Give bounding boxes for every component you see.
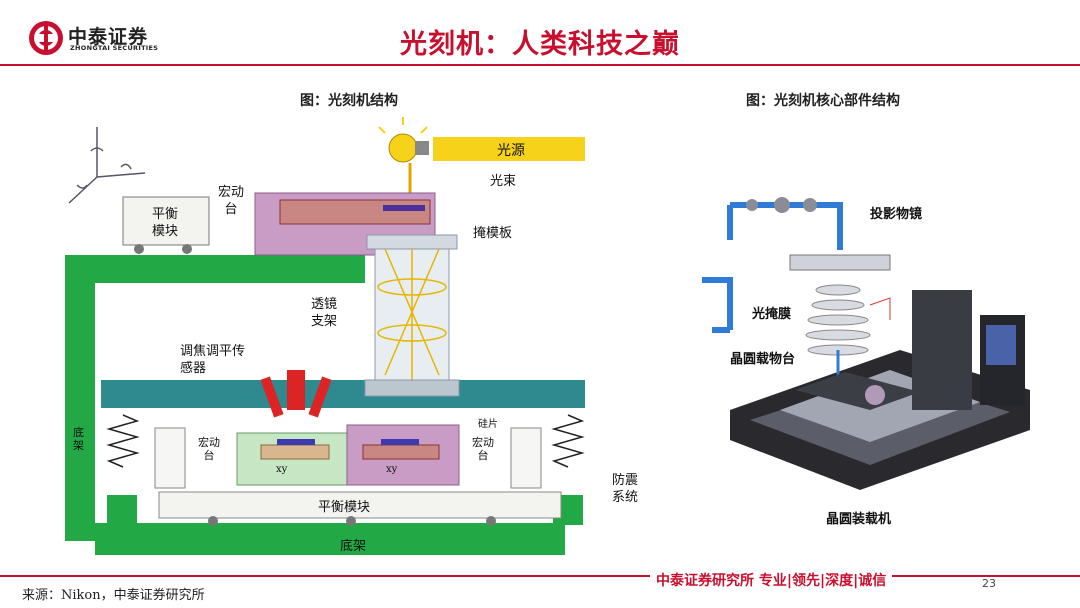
optical-path: [702, 202, 843, 333]
focus-sensor: [287, 370, 305, 410]
label-anti-vibration: 防震系统: [612, 473, 639, 505]
footer-divider: [0, 575, 1080, 577]
label-wafer-loader: 晶圆装载机: [826, 512, 892, 527]
wafer-stage: [795, 372, 920, 410]
mask-stage: [789, 254, 891, 271]
spring-left: [106, 414, 140, 468]
logo-english: ZHONGTAI SECURITIES: [70, 44, 159, 52]
label-xy-left: xy: [276, 464, 288, 475]
label-light-source: 光源: [497, 143, 525, 159]
balance-module-top: [122, 196, 210, 246]
label-balance-module-bottom: 平衡模块: [318, 500, 371, 515]
light-source-box: [433, 137, 585, 161]
label-base-bottom: 底架: [340, 539, 367, 554]
spring-right: [551, 414, 585, 468]
core-components-diagram: [702, 197, 1030, 490]
label-base-vertical: 底架: [73, 426, 84, 452]
label-projection-lens: 投影物镜: [870, 207, 923, 222]
label-photomask: 光掩膜: [752, 307, 792, 322]
source-note: 来源：Nikon，中泰证券研究所: [22, 588, 205, 603]
label-macro-stage-right: 宏动台: [472, 436, 494, 462]
right-figure-caption: 图：光刻机核心部件结构: [746, 93, 900, 109]
label-balance-module-top: 平衡模块: [151, 207, 178, 239]
label-lens-holder: 透镜支架: [311, 297, 338, 329]
support-plate: [101, 380, 585, 408]
label-wafer-stage: 晶圆载物台: [730, 352, 796, 367]
top-frame: [65, 255, 365, 283]
cabinet: [912, 290, 972, 410]
header-divider: [0, 64, 1080, 66]
label-macro-stage-top: 宏动台: [217, 185, 244, 217]
light-bulb-icon: [378, 117, 429, 163]
label-focus-sensor: 调焦调平传感器: [180, 344, 246, 376]
bottom-frame: [95, 523, 565, 555]
label-wafer: 硅片: [478, 419, 498, 430]
label-mask: 掩模板: [473, 226, 513, 241]
label-light-beam: 光束: [490, 174, 517, 189]
balance-module-bottom: [158, 491, 562, 519]
page-number: 23: [982, 577, 996, 590]
left-frame: [65, 283, 95, 541]
left-figure-caption: 图：光刻机结构: [300, 93, 398, 109]
logo-name: 中泰证券: [68, 26, 149, 48]
lithography-structure-diagram: [65, 117, 585, 555]
label-xy-right: xy: [386, 464, 398, 475]
footer-slogan: 中泰证券研究所 专业|领先|深度|诚信: [650, 570, 893, 590]
page-title: 光刻机：人类科技之巅: [400, 29, 680, 60]
axis-indicator: [68, 127, 146, 204]
company-logo-icon: [29, 21, 63, 55]
label-macro-stage-left: 宏动台: [198, 436, 220, 462]
